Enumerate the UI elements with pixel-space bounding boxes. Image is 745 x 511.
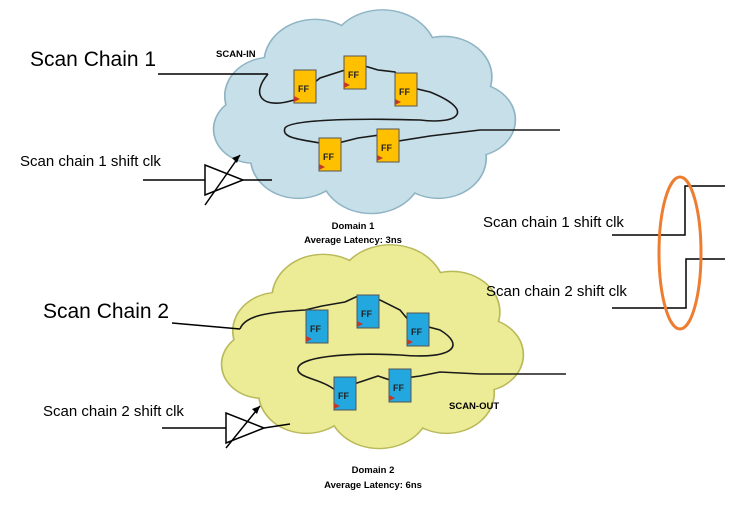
flip-flop: FF — [318, 137, 342, 172]
waveform-label-clk2: Scan chain 2 shift clk — [486, 283, 627, 300]
edge-skew-highlight — [657, 175, 703, 331]
ff-label: FF — [399, 87, 410, 97]
flip-flop: FF — [394, 72, 418, 107]
clock-waveforms — [612, 175, 725, 331]
waveform-label-clk1: Scan chain 1 shift clk — [483, 214, 624, 231]
scan-chain-2-title: Scan Chain 2 — [43, 300, 169, 323]
ff-label: FF — [411, 327, 422, 337]
clock-triangle-icon — [395, 99, 401, 105]
domain2-latency: Average Latency: 6ns — [324, 480, 422, 491]
ff-label: FF — [381, 143, 392, 153]
domain2-name: Domain 2 — [352, 465, 395, 476]
flip-flop: FF — [388, 368, 412, 403]
scan-chain-2-path — [239, 295, 566, 391]
clk2-waveform — [612, 258, 725, 309]
ff-label: FF — [361, 309, 372, 319]
scan-in-label: SCAN-IN — [216, 49, 256, 60]
clock-triangle-icon — [306, 336, 312, 342]
clock-buffer-1 — [143, 154, 272, 206]
buffer-triangle-icon — [225, 411, 267, 445]
clock-triangle-icon — [377, 155, 383, 161]
clock-triangle-icon — [357, 321, 363, 327]
flip-flop: FF — [333, 376, 357, 411]
clock-triangle-icon — [334, 403, 340, 409]
scan-chain-2-clk-label: Scan chain 2 shift clk — [43, 403, 184, 420]
clk1-waveform — [612, 185, 725, 236]
scan-chain-2-in-line — [171, 322, 241, 330]
flip-flop: FF — [376, 128, 400, 163]
clock-triangle-icon — [294, 96, 300, 102]
variable-delay-arrow-icon — [204, 154, 241, 206]
clock-triangle-icon — [407, 339, 413, 345]
domain1-name: Domain 1 — [332, 221, 375, 232]
flip-flop: FF — [293, 69, 317, 104]
clock-triangle-icon — [319, 164, 325, 170]
ff-label: FF — [348, 70, 359, 80]
scan-chain-1-clk-label: Scan chain 1 shift clk — [20, 153, 161, 170]
ff-label: FF — [323, 152, 334, 162]
domain2-flip-flops: FF FF FF FF FF — [305, 294, 430, 411]
scan-chain-1-title: Scan Chain 1 — [30, 48, 156, 71]
scan-out-label: SCAN-OUT — [449, 401, 499, 412]
ff-label: FF — [310, 324, 321, 334]
domain1-latency: Average Latency: 3ns — [304, 235, 402, 246]
clock-buffer-2 — [162, 405, 291, 449]
flip-flop: FF — [356, 294, 380, 329]
flip-flop: FF — [343, 55, 367, 90]
buffer-triangle-icon — [204, 163, 246, 197]
domain2-cloud — [220, 243, 525, 450]
flip-flop: FF — [305, 309, 329, 344]
domain1-flip-flops: FF FF FF FF FF — [293, 55, 418, 172]
ff-label: FF — [338, 391, 349, 401]
ff-label: FF — [298, 84, 309, 94]
clock-triangle-icon — [344, 82, 350, 88]
domain1-cloud — [212, 8, 517, 215]
ff-label: FF — [393, 383, 404, 393]
variable-delay-arrow-icon — [225, 405, 261, 449]
clock-triangle-icon — [389, 395, 395, 401]
flip-flop: FF — [406, 312, 430, 347]
